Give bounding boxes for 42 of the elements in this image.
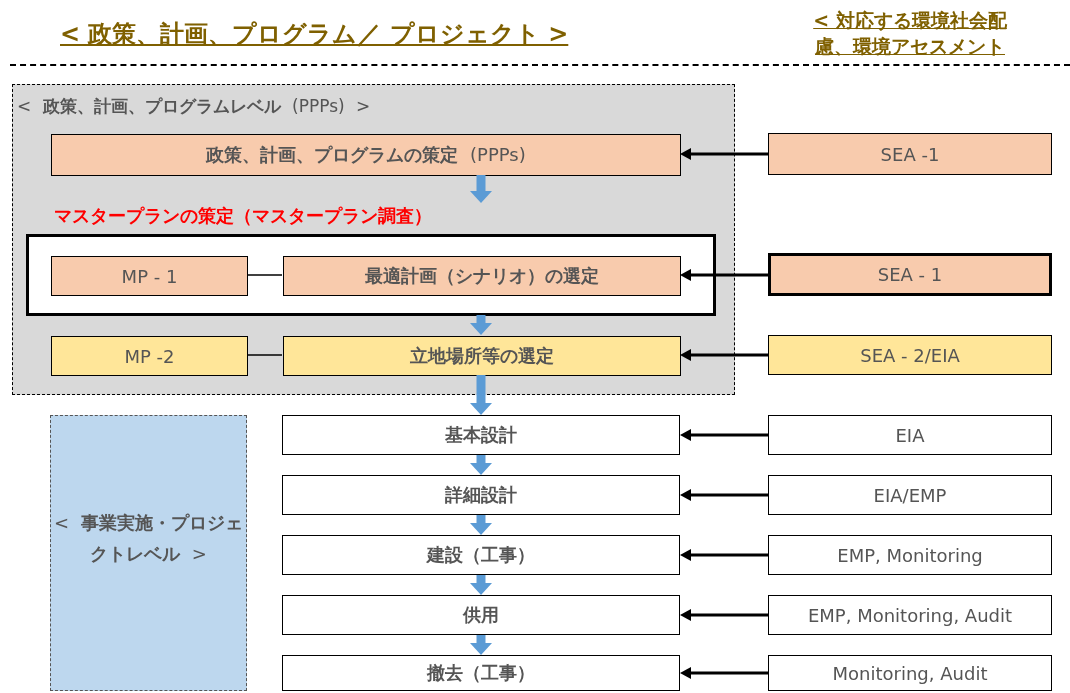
arrow — [470, 575, 492, 595]
assessment-box: SEA -1 — [768, 133, 1052, 175]
group-heading: マスタープランの策定（マスタープラン調査） — [54, 204, 432, 228]
arrow — [680, 429, 768, 441]
arrow — [680, 667, 768, 679]
group-box — [12, 84, 735, 395]
column-heading: < 対応する環境社会配慮、環境アセスメント — [812, 8, 1008, 59]
arrow — [680, 549, 768, 561]
process-box: 建設（工事） — [282, 535, 680, 575]
arrow — [680, 609, 768, 621]
connector-line — [246, 274, 283, 276]
arrow — [470, 315, 492, 335]
process-box: 政策、計画、プログラムの策定 (PPPs) — [51, 134, 681, 176]
diagram-title: < 政策、計画、プログラム／ プロジェクト > — [60, 19, 569, 50]
process-box: 撤去（工事） — [282, 655, 680, 691]
level-box: < 事業実施・プロジェクトレベル > — [50, 415, 247, 691]
group-heading: < 政策、計画、プログラムレベル (PPPs) > — [17, 95, 371, 118]
process-box: 立地場所等の選定 — [283, 336, 681, 376]
assessment-box: EMP, Monitoring, Audit — [768, 595, 1052, 635]
assessment-box: EIA — [768, 415, 1052, 455]
process-box: 詳細設計 — [282, 475, 680, 515]
process-box: 基本設計 — [282, 415, 680, 455]
assessment-box: MP -2 — [51, 336, 248, 376]
process-box: 最適計画（シナリオ）の選定 — [283, 256, 681, 296]
arrow — [680, 148, 768, 160]
arrow — [470, 635, 492, 655]
arrow — [680, 349, 768, 361]
group-frame — [26, 204, 716, 316]
assessment-box: SEA - 1 — [768, 253, 1052, 296]
assessment-box: MP - 1 — [51, 256, 248, 296]
assessment-box: Monitoring, Audit — [768, 655, 1052, 691]
assessment-box: SEA - 2/EIA — [768, 335, 1052, 375]
arrow — [470, 455, 492, 475]
arrow — [470, 515, 492, 535]
connector-line — [246, 354, 283, 356]
arrow — [680, 489, 768, 501]
process-box: 供用 — [282, 595, 680, 635]
arrow — [470, 175, 492, 203]
arrow — [680, 269, 768, 281]
assessment-box: EIA/EMP — [768, 475, 1052, 515]
assessment-box: EMP, Monitoring — [768, 535, 1052, 575]
arrow — [470, 375, 492, 415]
